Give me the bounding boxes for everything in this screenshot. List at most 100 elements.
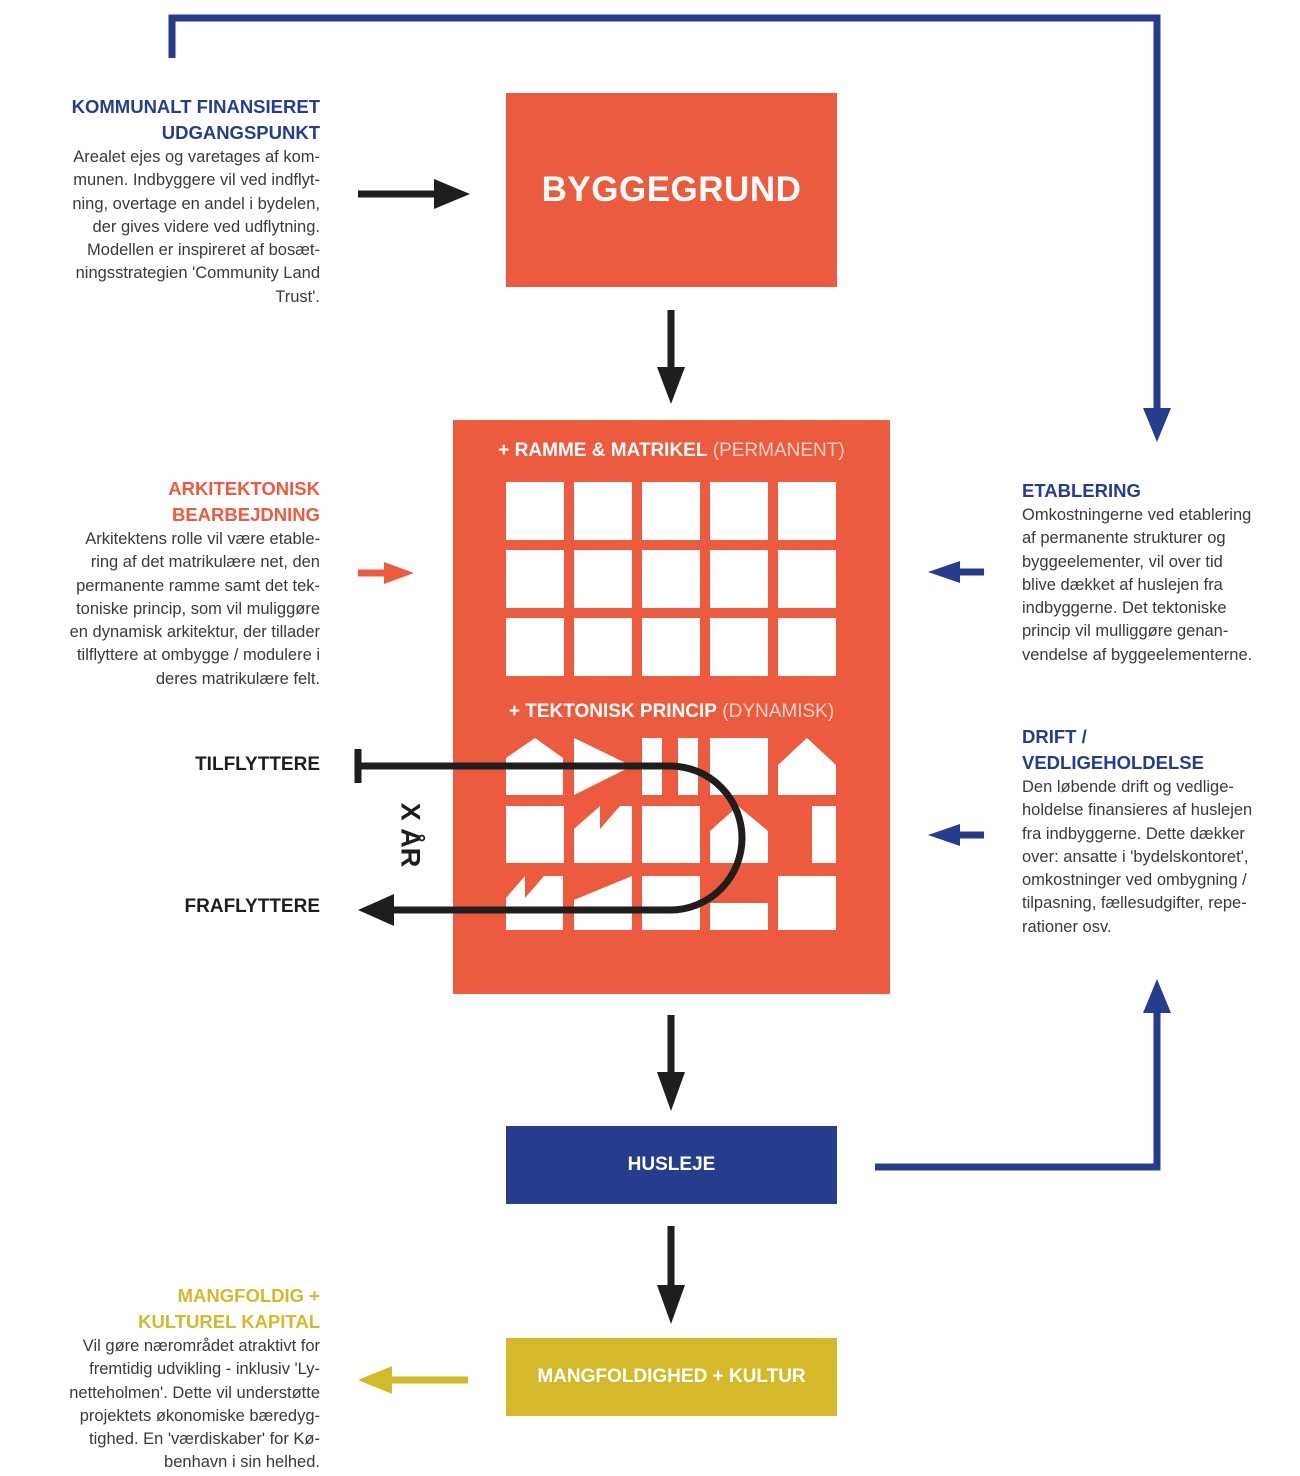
mangfoldig-line: fremtidig udvikling - inklusiv 'Ly- <box>89 1360 320 1379</box>
grid-cell <box>506 550 564 608</box>
kommunalt-title-line: KOMMUNALT FINANSIERET <box>71 96 320 117</box>
arrow-byggegrund-down-head <box>657 367 685 404</box>
grid-cell <box>642 550 700 608</box>
etablering-title: ETABLERING <box>1022 478 1300 504</box>
arkitektonisk-title-line: ARKITEKTONISK <box>168 478 320 499</box>
mangfoldig-line: benhavn i sin helhed. <box>164 1453 320 1472</box>
etablering-title-line: ETABLERING <box>1022 480 1141 501</box>
drift-body: Den løbende drift og vedlige- holdelse f… <box>1022 776 1300 939</box>
kommunalt-line: der gives videre ved udflytning. <box>92 217 320 236</box>
tectonic-header-bold: + TEKTONISK PRINCIP <box>508 701 717 722</box>
byggegrund-box: BYGGEGRUND <box>506 93 837 287</box>
top-feedback-arrowhead <box>1143 408 1171 442</box>
tile-sawtooth <box>574 806 632 863</box>
grid-cell <box>642 618 700 676</box>
mangfoldig-line: projektets økonomiske bæredyg- <box>79 1406 320 1425</box>
grid-cell <box>710 482 768 540</box>
arrow-kommunalt-head <box>434 179 470 209</box>
residents-loop <box>358 762 746 914</box>
arkitektonisk-title: ARKITEKTONISK BEARBEJDNING <box>0 476 320 528</box>
frame-header-light: (PERMANENT) <box>712 440 845 461</box>
mangfoldighed-box: MANGFOLDIGHED + KULTUR <box>506 1338 837 1416</box>
kommunalt-body: Arealet ejes og varetages af kom- munen.… <box>0 146 320 309</box>
kommunalt-title: KOMMUNALT FINANSIERET UDGANGSPUNKT <box>0 94 320 146</box>
grid-cell <box>710 550 768 608</box>
grid-cell <box>642 482 700 540</box>
arkitektonisk-block: ARKITEKTONISK BEARBEJDNING Arkitektens r… <box>0 476 320 691</box>
arkitektonisk-line: Arkitektens rolle vil være etable- <box>85 530 320 548</box>
drift-line: omkostninger ved ombygning / <box>1022 871 1247 890</box>
arkitektonisk-body: Arkitektens rolle vil være etable- ring … <box>0 528 320 691</box>
grid-cell <box>778 550 836 608</box>
top-feedback-line <box>168 14 1161 410</box>
arrow-etablering-head <box>928 561 960 583</box>
loop-arrowhead <box>358 894 394 926</box>
drift-title-line: DRIFT / <box>1022 726 1087 747</box>
mangfoldig-title-line: KULTUREL KAPITAL <box>138 1311 320 1332</box>
etablering-line: princip vil mulliggøre genan- <box>1022 622 1229 641</box>
arrow-husleje-down-head <box>657 1285 685 1324</box>
kommunalt-title-line: UDGANGSPUNKT <box>161 122 320 143</box>
mangfoldighed-label: MANGFOLDIGHED + KULTUR <box>537 1366 806 1387</box>
kommunalt-block: KOMMUNALT FINANSIERET UDGANGSPUNKT Areal… <box>0 94 320 309</box>
arrow-drift-head <box>928 824 960 846</box>
tilflyttere-label: TILFLYTTERE <box>195 754 320 775</box>
mangfoldig-title: MANGFOLDIG + KULTUREL KAPITAL <box>0 1283 320 1335</box>
arkitektonisk-line: ring af det matrikulære net, den <box>90 553 320 572</box>
etablering-line: indbyggerne. Det tektoniske <box>1022 599 1227 618</box>
drift-block: DRIFT / VEDLIGEHOLDELSE Den løbende drif… <box>1022 724 1300 939</box>
mangfoldig-block: MANGFOLDIG + KULTUREL KAPITAL Vil gøre n… <box>0 1283 320 1475</box>
kommunalt-line: Arealet ejes og varetages af kom- <box>73 148 320 166</box>
arkitektonisk-line: tilflyttere at ombygge / modulere i <box>76 646 320 665</box>
arkitektonisk-line: permanente ramme samt det tek- <box>76 576 320 595</box>
grid-cell <box>574 550 632 608</box>
grid-cell <box>778 482 836 540</box>
tile-square-c <box>642 806 700 863</box>
tectonic-header: + TEKTONISK PRINCIP (DYNAMISK) <box>453 701 890 723</box>
etablering-body: Omkostningerne ved etablering af permane… <box>1022 504 1300 667</box>
drift-line: Den løbende drift og vedlige- <box>1022 778 1234 796</box>
etablering-line: blive dækket af huslejen fra <box>1022 575 1223 594</box>
byggegrund-label: BYGGEGRUND <box>541 170 802 209</box>
grid-cell <box>574 482 632 540</box>
arrow-mangfoldig-head <box>358 1366 392 1394</box>
husleje-feedback-line <box>875 1010 1161 1171</box>
mangfoldig-line: tighed. En 'værdiskaber' for Kø- <box>89 1430 320 1449</box>
husleje-feedback-arrowhead <box>1143 979 1171 1013</box>
kommunalt-line: munen. Indbyggere vil ved indflyt- <box>73 171 320 190</box>
grid-cell <box>506 618 564 676</box>
drift-title-line: VEDLIGEHOLDELSE <box>1022 752 1204 773</box>
etablering-line: Omkostningerne ved etablering <box>1022 506 1252 524</box>
drift-title: DRIFT / VEDLIGEHOLDELSE <box>1022 724 1300 776</box>
years-label: X ÅR <box>395 802 426 868</box>
tile-low-block <box>710 903 768 930</box>
mangfoldig-title-line: MANGFOLDIG + <box>177 1285 320 1306</box>
grid-cell <box>574 618 632 676</box>
husleje-box: HUSLEJE <box>506 1126 837 1204</box>
arkitektonisk-line: deres matrikulære felt. <box>155 669 320 688</box>
arkitektonisk-title-line: BEARBEJDNING <box>171 504 320 525</box>
etablering-block: ETABLERING Omkostningerne ved etablering… <box>1022 478 1300 667</box>
grid-cell <box>506 482 564 540</box>
kommunalt-line: ningsstrategien 'Community Land <box>75 264 320 283</box>
tectonic-header-light: (DYNAMISK) <box>722 701 835 722</box>
etablering-line: af permanente strukturer og <box>1022 529 1226 548</box>
drift-line: over: ansatte i 'bydelskontoret', <box>1022 847 1249 866</box>
tile-bar-c <box>812 806 836 863</box>
tile-sawtooth-low <box>506 876 563 930</box>
drift-line: tilpasning, fællesudgifter, repe- <box>1022 894 1247 913</box>
tile-square-e <box>778 876 836 930</box>
etablering-line: vendelse af byggeelementerne. <box>1022 645 1253 664</box>
arkitektonisk-line: toniske princip, som vil muliggøre <box>76 599 320 618</box>
grid-cell <box>710 618 768 676</box>
tile-ramp <box>574 876 632 930</box>
tile-house-outline <box>778 738 836 795</box>
mangfoldig-line: netteholmen'. Dette vil understøtte <box>69 1383 320 1402</box>
kommunalt-line: Trust'. <box>275 287 320 306</box>
mangfoldig-body: Vil gøre nærområdet atraktivt for fremti… <box>0 1335 320 1475</box>
kommunalt-line: ning, overtage en andel i bydelen, <box>72 194 320 213</box>
frame-header: + RAMME & MATRIKEL (PERMANENT) <box>453 440 890 462</box>
kommunalt-line: Modellen er inspireret af bosæt- <box>87 241 320 260</box>
fraflyttere-label: FRAFLYTTERE <box>184 896 320 917</box>
